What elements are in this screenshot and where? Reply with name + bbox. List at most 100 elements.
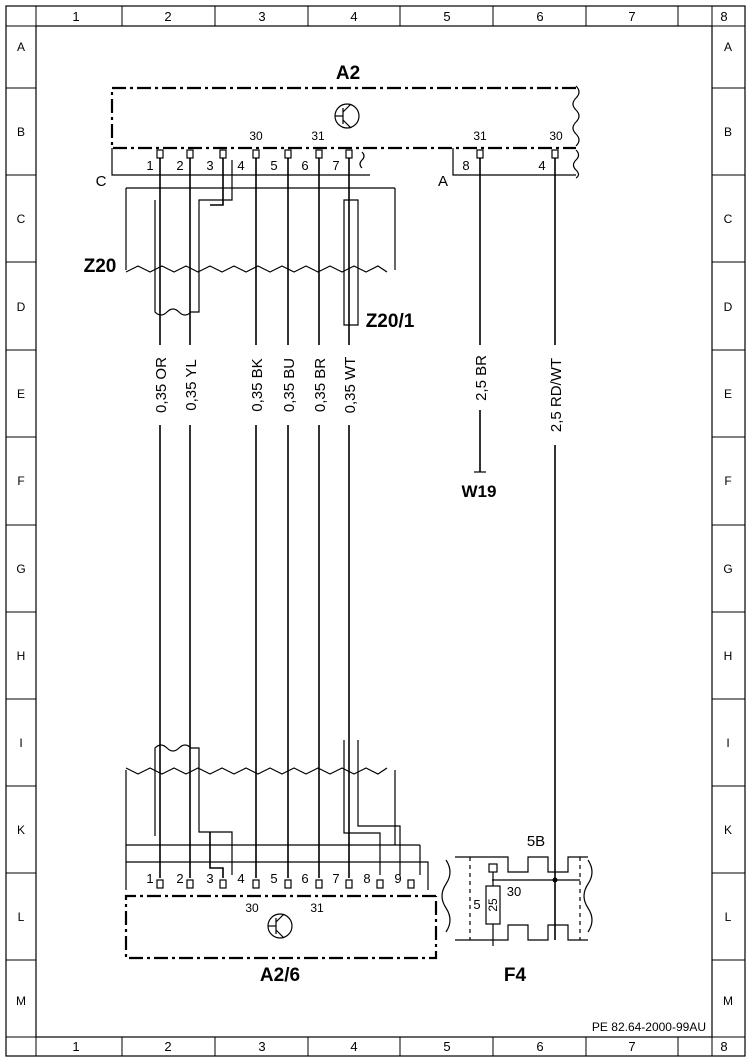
col-label-2: 2	[164, 9, 171, 24]
fuse-pin-5: 5	[473, 897, 480, 912]
col-label-2: 2	[164, 1039, 171, 1054]
row-label-f: F	[17, 474, 24, 488]
row-label-a: A	[17, 40, 25, 54]
col-label-5: 5	[443, 9, 450, 24]
label-a2: A2	[336, 63, 360, 84]
terminal-31-label: 31	[310, 901, 324, 915]
row-labels-left: A B C D E F G H I K L M	[16, 40, 26, 1008]
label-a2-6: A2/6	[260, 965, 300, 986]
col-label-3: 3	[258, 1039, 265, 1054]
module-a2: A2 C A 30 31 31 30 1 2 3 4 5 6 7 8 4	[96, 63, 580, 190]
fuse-box-f4: 25 5 30 5B F4	[441, 833, 593, 986]
label-z20: Z20	[84, 256, 117, 277]
pin-number: 7	[332, 158, 339, 173]
label-z20-1: Z20/1	[366, 311, 415, 332]
row-label-f: F	[724, 474, 731, 488]
pin-number: 4	[237, 158, 244, 173]
wire-runs	[159, 158, 556, 940]
row-label-b: B	[724, 125, 732, 139]
row-label-b: B	[17, 125, 25, 139]
wire-labels: 0,35 OR 0,35 YL 0,35 BK 0,35 BU 0,35 BR …	[153, 355, 565, 432]
col-label-1: 1	[72, 9, 79, 24]
column-labels-bottom: 1 2 3 4 5 6 7 8	[72, 1039, 727, 1054]
fuse-block-label: 5B	[527, 833, 545, 850]
column-labels-top: 1 2 3 4 5 6 7 8	[72, 9, 727, 24]
row-label-l: L	[725, 910, 732, 924]
col-label-6: 6	[536, 9, 543, 24]
drawing-frame	[5, 5, 746, 1057]
pin-number: 2	[176, 158, 183, 173]
col-label-7: 7	[628, 1039, 635, 1054]
col-label-8: 8	[720, 9, 727, 24]
pin-number: 7	[332, 871, 339, 886]
column-ticks	[121, 6, 679, 1056]
pin-number: 2	[176, 871, 183, 886]
row-labels-right: A B C D E F G H I K L M	[723, 40, 733, 1008]
wire-label-wt: 0,35 WT	[342, 357, 359, 414]
label-connector-a: A	[438, 173, 448, 190]
row-ticks	[6, 87, 745, 961]
pin-number: 5	[270, 158, 277, 173]
row-label-e: E	[17, 387, 25, 401]
row-label-h: H	[724, 649, 733, 663]
label-f4: F4	[504, 965, 527, 986]
col-label-4: 4	[350, 1039, 357, 1054]
shield-z20: Z20 Z20/1	[84, 160, 415, 332]
col-label-3: 3	[258, 9, 265, 24]
pin-number: 1	[146, 871, 153, 886]
row-label-h: H	[17, 649, 26, 663]
wire-label-br: 0,35 BR	[312, 358, 329, 412]
col-label-5: 5	[443, 1039, 450, 1054]
shield-z20-bottom	[125, 740, 429, 890]
pin-number: 5	[270, 871, 277, 886]
row-label-l: L	[18, 910, 25, 924]
wire-label-rd-wt: 2,5 RD/WT	[548, 358, 565, 432]
col-label-1: 1	[72, 1039, 79, 1054]
pin-number: 6	[301, 158, 308, 173]
row-label-d: D	[724, 300, 733, 314]
pin-number: 8	[363, 871, 370, 886]
wire-label-or: 0,35 OR	[153, 357, 170, 413]
row-label-g: G	[723, 562, 732, 576]
col-label-4: 4	[350, 9, 357, 24]
pin-number: 9	[394, 871, 401, 886]
module-a2-6: 1 2 3 4 5 6 7 8 9 30 31 A2/6	[124, 832, 438, 986]
pin-number: 8	[462, 158, 469, 173]
label-w19: W19	[462, 482, 497, 501]
row-label-k: K	[17, 823, 25, 837]
row-label-e: E	[724, 387, 732, 401]
terminal-31-label: 31	[473, 129, 487, 143]
pin-number: 3	[206, 158, 213, 173]
col-label-6: 6	[536, 1039, 543, 1054]
row-label-c: C	[724, 212, 733, 226]
row-label-m: M	[16, 994, 26, 1008]
wire-label-bk: 0,35 BK	[249, 358, 266, 411]
row-label-i: I	[19, 736, 22, 750]
row-label-g: G	[16, 562, 25, 576]
wire-label-br-power: 2,5 BR	[473, 355, 490, 401]
fuse-pin-30: 30	[507, 884, 521, 899]
fuse-rating: 25	[486, 898, 500, 912]
terminal-31-label: 31	[311, 129, 325, 143]
pin-number: 1	[146, 158, 153, 173]
row-label-m: M	[723, 994, 733, 1008]
row-label-d: D	[17, 300, 26, 314]
col-label-7: 7	[628, 9, 635, 24]
terminal-30-label: 30	[245, 901, 259, 915]
pin-number: 4	[237, 871, 244, 886]
pin-number: 6	[301, 871, 308, 886]
label-connector-c: C	[96, 173, 107, 190]
row-label-i: I	[726, 736, 729, 750]
wire-label-bu: 0,35 BU	[281, 358, 298, 412]
row-label-k: K	[724, 823, 732, 837]
terminal-30-label: 30	[249, 129, 263, 143]
pin-number: 3	[206, 871, 213, 886]
document-code: PE 82.64-2000-99AU	[592, 1020, 706, 1034]
col-label-8: 8	[720, 1039, 727, 1054]
wire-label-yl: 0,35 YL	[183, 359, 200, 410]
pin-number: 4	[538, 158, 545, 173]
row-label-a: A	[724, 40, 732, 54]
terminal-30-label: 30	[549, 129, 563, 143]
